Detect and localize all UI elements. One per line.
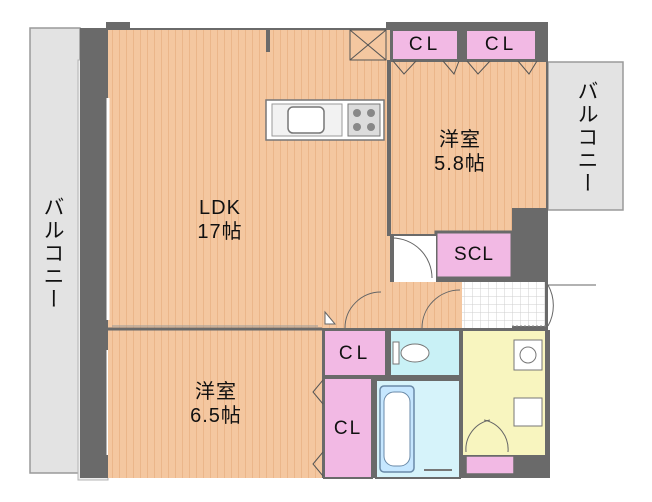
closet-top-left: [391, 29, 460, 75]
ldk-floor: [108, 30, 390, 328]
closet-top-right: [465, 29, 538, 75]
ldk-label: LDK 17帖: [180, 196, 260, 244]
bedroom-north-floor: [390, 62, 546, 234]
closet-lower-label: CL: [333, 418, 363, 439]
bedroom-south-label: 洋室 6.5帖: [176, 380, 256, 428]
bedroom-north-name: 洋室: [439, 129, 481, 151]
bedroom-north-label: 洋室 5.8帖: [420, 128, 500, 176]
bedroom-south-name: 洋室: [195, 381, 237, 403]
washroom: [461, 329, 547, 475]
closet-lower: [312, 377, 373, 479]
west-balcony-label: バルコニー: [41, 196, 65, 311]
closet-toilet-label: CL: [338, 343, 372, 364]
closet-top-right-label: CL: [484, 34, 518, 55]
closet-top-left-label: CL: [408, 34, 442, 55]
ldk-name: LDK: [199, 197, 241, 219]
east-balcony: [547, 61, 624, 211]
ldk-size: 17帖: [197, 221, 243, 243]
bathroom: [375, 379, 461, 479]
bedroom-south-size: 6.5帖: [190, 405, 242, 427]
pipe-shaft: [349, 29, 387, 61]
kitchen-counter: [265, 99, 385, 141]
shoe-closet: [434, 230, 514, 280]
ldk-column: [82, 30, 108, 74]
closet-toilet: [323, 329, 387, 377]
bedroom-south-floor: [108, 330, 322, 478]
toilet-room: [389, 329, 461, 377]
entrance-floor: [462, 282, 512, 328]
bedroom-north-size: 5.8帖: [434, 153, 486, 175]
shoe-closet-label: SCL: [454, 244, 494, 265]
east-balcony-label: バルコニー: [575, 80, 599, 195]
